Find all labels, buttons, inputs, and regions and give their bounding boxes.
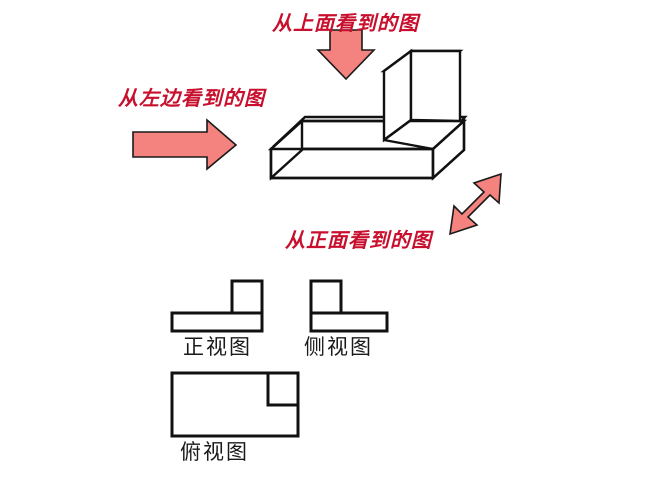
annotation-label-front: 从正面看到的图: [285, 230, 432, 252]
arrow-right: [132, 118, 238, 171]
top-view-shape: [170, 371, 300, 438]
solid-object: [267, 48, 468, 181]
caption-side-view: 侧视图: [304, 335, 373, 359]
arrow-down: [316, 29, 376, 81]
annotation-label-left: 从左边看到的图: [118, 88, 265, 110]
annotation-label-top: 从上面看到的图: [272, 13, 419, 35]
arrow-diagonal: [449, 172, 502, 236]
side-view-shape: [309, 279, 389, 333]
caption-front-view: 正视图: [183, 335, 252, 359]
front-view-shape: [170, 279, 264, 333]
caption-top-view: 俯视图: [180, 440, 249, 464]
